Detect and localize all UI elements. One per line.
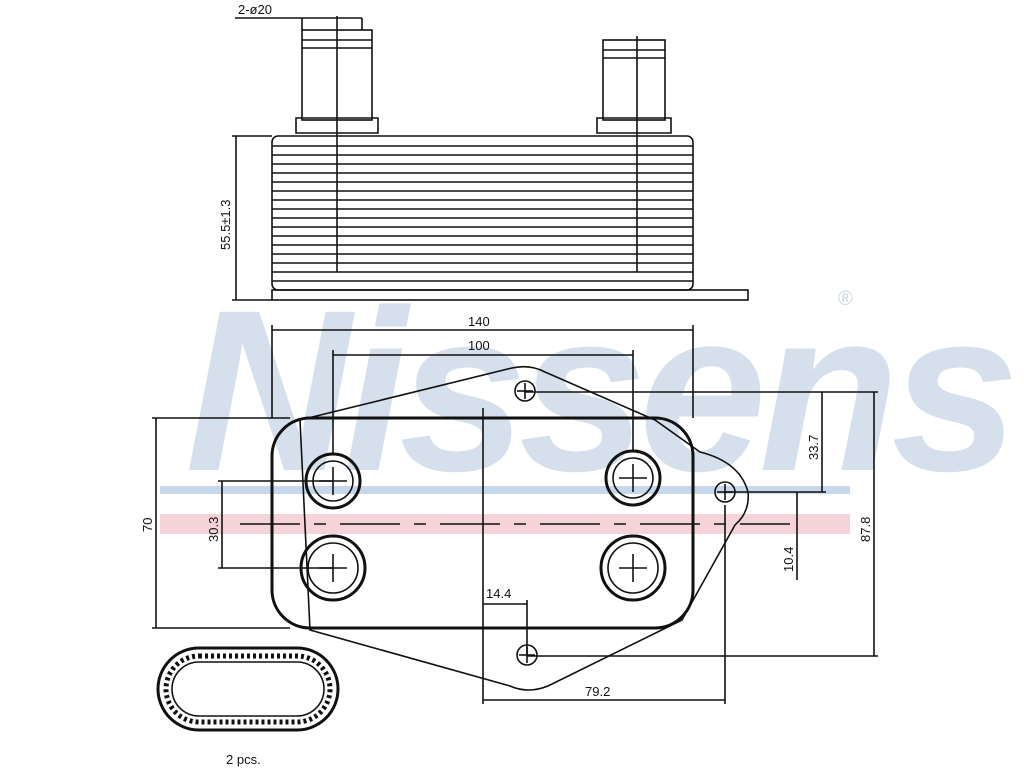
front-view: 140 100 33.7 87.8 10.4 70 30.3 14.4 bbox=[140, 314, 878, 704]
watermark-stripe-pink bbox=[160, 514, 850, 534]
hole-offset-bottom-label: 14.4 bbox=[486, 586, 511, 601]
hole-span-label: 79.2 bbox=[585, 684, 610, 699]
brand-watermark: Nissens ® bbox=[160, 262, 1020, 534]
base-plate bbox=[271, 289, 749, 301]
flange-height-label: 87.8 bbox=[858, 517, 873, 542]
port-outer bbox=[599, 534, 667, 602]
pipe-spacing-label: 100 bbox=[468, 338, 490, 353]
side-view: 2-ø20 55.5±1.3 bbox=[218, 2, 749, 301]
hole-offset-right-label: 10.4 bbox=[781, 547, 796, 572]
gasket-quantity-label: 2 pcs. bbox=[226, 752, 261, 767]
gasket: 2 pcs. bbox=[156, 646, 340, 767]
registered-mark: ® bbox=[838, 288, 853, 310]
cooler-fins bbox=[272, 145, 693, 282]
port-inner bbox=[607, 542, 659, 594]
body-height-label: 70 bbox=[140, 518, 155, 532]
watermark-text: Nissens bbox=[185, 262, 1012, 519]
watermark-stripe-blue bbox=[160, 486, 850, 494]
height-label: 55.5±1.3 bbox=[218, 199, 233, 250]
width-total-label: 140 bbox=[468, 314, 490, 329]
port-inner bbox=[612, 457, 654, 499]
right-pipe bbox=[602, 39, 666, 121]
hole-offset-top-label: 33.7 bbox=[806, 435, 821, 460]
pipe-vertical-spacing-label: 30.3 bbox=[206, 517, 221, 542]
pipe-diameter-label: 2-ø20 bbox=[238, 2, 272, 17]
mounting-hole bbox=[514, 380, 536, 402]
port-outer bbox=[604, 449, 662, 507]
